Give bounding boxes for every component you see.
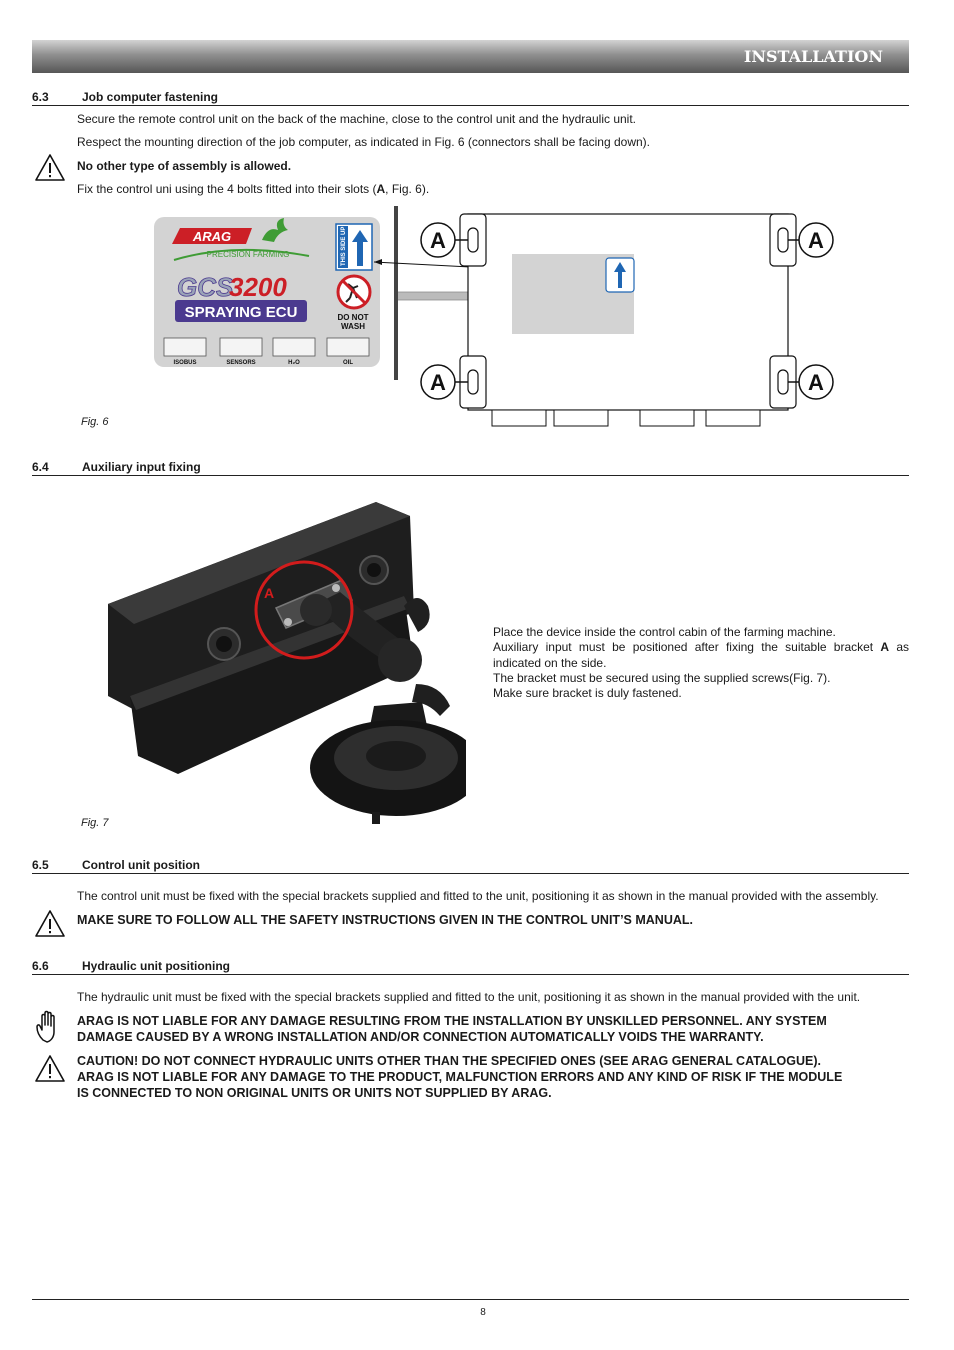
svg-text:ARAG: ARAG <box>192 229 231 244</box>
caution-notice: CAUTION! DO NOT CONNECT HYDRAULIC UNITS … <box>77 1054 843 1100</box>
paragraph: The hydraulic unit must be fixed with th… <box>77 990 861 1004</box>
paragraph: The control unit must be fixed with the … <box>77 889 879 903</box>
warning-triangle-icon <box>35 1055 65 1082</box>
svg-text:THIS SIDE UP: THIS SIDE UP <box>341 227 347 266</box>
svg-text:A: A <box>430 370 446 395</box>
figure-7-label: Fig. 7 <box>81 817 109 829</box>
warning-text: MAKE SURE TO FOLLOW ALL THE SAFETY INSTR… <box>77 913 693 927</box>
page-number: 8 <box>480 1307 486 1318</box>
instruction-line: Make sure bracket is duly fastened. <box>493 686 682 701</box>
warning-triangle-icon <box>35 154 65 181</box>
svg-text:A: A <box>808 370 824 395</box>
warning-text: No other type of assembly is allowed. <box>77 159 292 173</box>
section-title: Control unit position <box>82 858 200 872</box>
section-heading-6-3: 6.3 Job computer fastening <box>32 89 909 106</box>
svg-text:WASH: WASH <box>341 322 365 331</box>
bottom-connectors <box>491 409 761 427</box>
section-heading-6-4: 6.4 Auxiliary input fixing <box>32 459 909 476</box>
footer-divider <box>32 1299 909 1300</box>
callout-a-markers: A A A A <box>420 222 834 400</box>
svg-text:A: A <box>430 228 446 253</box>
instruction-line: Place the device inside the control cabi… <box>493 625 836 639</box>
mounting-brackets <box>459 213 797 409</box>
paragraph: Secure the remote control unit on the ba… <box>77 112 636 126</box>
header-bar: INSTALLATION <box>32 40 909 73</box>
section-number: 6.4 <box>32 460 49 474</box>
highlight-circle <box>254 560 354 660</box>
instruction-line: Auxiliary input must be positioned after… <box>493 640 910 670</box>
liability-notice: ARAG IS NOT LIABLE FOR ANY DAMAGE RESULT… <box>77 1014 827 1044</box>
section-title: Auxiliary input fixing <box>82 460 201 474</box>
port-label-h2o: H₂O <box>288 360 300 366</box>
section-number: 6.3 <box>32 90 49 104</box>
port-label-sensors: SENSORS <box>226 360 255 366</box>
svg-text:SPRAYING ECU: SPRAYING ECU <box>185 304 298 321</box>
port-label-isobus: ISOBUS <box>173 360 196 366</box>
section-number: 6.6 <box>32 959 49 973</box>
svg-text:DO NOT: DO NOT <box>337 313 368 322</box>
warning-triangle-icon <box>35 910 65 937</box>
port-labels: ISOBUS SENSORS H₂O OIL <box>163 337 370 366</box>
section-title: Hydraulic unit positioning <box>82 959 230 973</box>
section-title: Job computer fastening <box>82 90 219 104</box>
callout-a: A <box>264 585 274 601</box>
svg-text:3200: 3200 <box>229 272 287 302</box>
arag-logo-icon <box>172 228 252 244</box>
arrow-up-icon <box>352 230 368 266</box>
figure-6-label: Fig. 6 <box>81 416 109 428</box>
mounting-wall <box>394 206 398 380</box>
figure-7-photo: A <box>108 502 466 824</box>
figure-6-diagram: ARAG PRECISION FARMING GCS 3200 SPRAYING… <box>154 206 834 427</box>
leaf-logo-icon <box>262 218 288 242</box>
svg-text:GCS: GCS <box>177 272 234 302</box>
header-title: INSTALLATION <box>743 47 883 66</box>
auxiliary-input-instructions: Place the device inside the control cabi… <box>493 625 909 701</box>
paragraph: Respect the mounting direction of the jo… <box>77 135 650 149</box>
instruction-line: The bracket must be secured using the su… <box>493 670 831 685</box>
section-number: 6.5 <box>32 858 49 872</box>
job-computer-label-panel <box>154 217 380 367</box>
section-heading-6-5: 6.5 Control unit position <box>32 857 909 874</box>
svg-text:A: A <box>808 228 824 253</box>
svg-text:PRECISION FARMING: PRECISION FARMING <box>207 250 290 259</box>
port-label-oil: OIL <box>343 360 353 366</box>
section-heading-6-6: 6.6 Hydraulic unit positioning <box>32 958 909 975</box>
paragraph: Fix the control uni using the 4 bolts fi… <box>77 182 430 196</box>
stop-hand-icon <box>36 1010 55 1043</box>
